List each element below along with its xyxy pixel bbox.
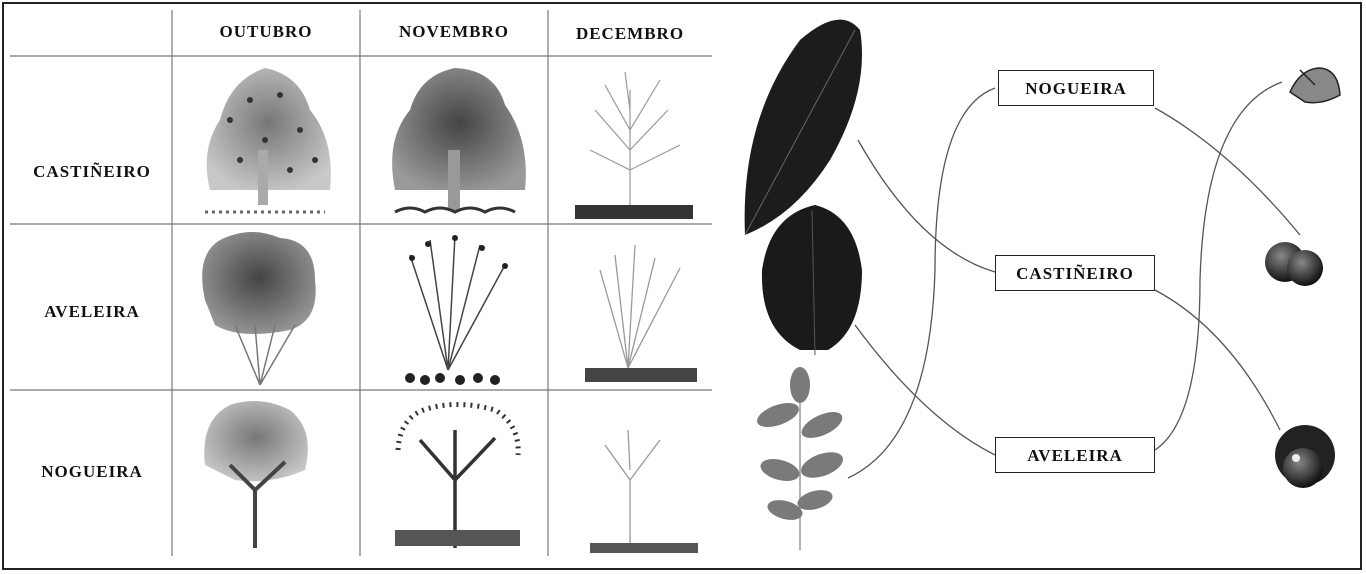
chestnut-nut	[1265, 242, 1323, 286]
label-box-castineiro: CASTIÑEIRO	[995, 255, 1155, 291]
nogueira-november-drawing	[395, 404, 520, 548]
nogueira-to-nut-line	[1155, 108, 1300, 235]
walnut-nut	[1290, 68, 1340, 103]
castineiro-october-drawing	[205, 68, 331, 212]
row-label-castineiro: CASTIÑEIRO	[12, 162, 172, 182]
hazel-leaf	[762, 205, 862, 355]
chestnut-leaf	[745, 20, 862, 235]
castineiro-to-nut-line	[1155, 290, 1280, 430]
aveleira-to-nut-line	[1155, 82, 1282, 450]
walnut-leaf	[754, 367, 847, 550]
nogueira-december-drawing	[590, 430, 698, 553]
column-header-october: OUTUBRO	[172, 22, 360, 42]
label-box-nogueira: NOGUEIRA	[998, 70, 1154, 106]
leaf-to-castineiro-line	[858, 140, 995, 272]
castineiro-december-drawing	[575, 72, 693, 219]
label-box-aveleira: AVELEIRA	[995, 437, 1155, 473]
hazelnut-nut	[1275, 425, 1335, 488]
castineiro-november-drawing	[392, 68, 526, 212]
nogueira-october-drawing	[204, 401, 308, 548]
row-label-nogueira: NOGUEIRA	[12, 462, 172, 482]
column-header-november: NOVEMBRO	[360, 22, 548, 42]
aveleira-december-drawing	[585, 245, 697, 382]
column-header-december: DECEMBRO	[548, 24, 712, 44]
aveleira-october-drawing	[202, 232, 316, 385]
leaf-to-nogueira-line	[848, 88, 995, 478]
aveleira-november-drawing	[405, 235, 508, 385]
leaf-to-aveleira-line	[855, 325, 995, 455]
row-label-aveleira: AVELEIRA	[12, 302, 172, 322]
